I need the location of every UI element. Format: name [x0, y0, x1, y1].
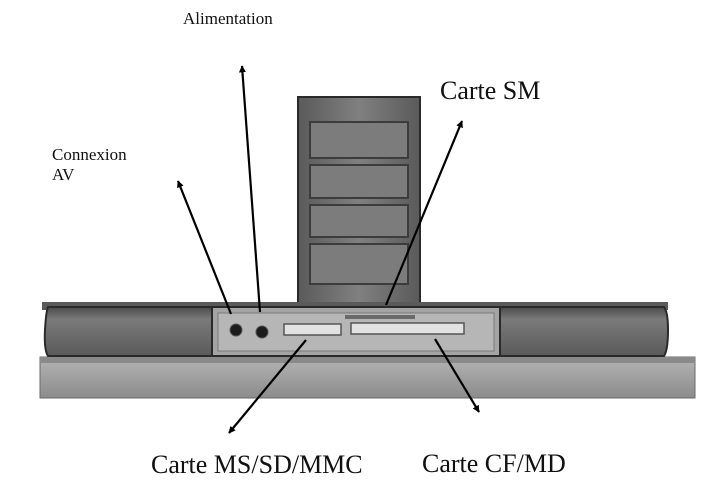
- label-connexion-line2: AV: [52, 164, 75, 184]
- arrow-connexion-av: [176, 180, 233, 315]
- power-jack: [255, 325, 269, 339]
- label-alimentation: Alimentation: [183, 9, 273, 28]
- base-platform: [39, 356, 696, 399]
- tower-panels: [309, 121, 409, 285]
- arrow-carte-sm: [384, 120, 464, 306]
- arrow-alimentation: [238, 65, 262, 313]
- sm-slot: [345, 315, 415, 319]
- label-carte-sm: Carte SM: [440, 76, 541, 105]
- arrows: [176, 65, 480, 434]
- arrow-carte-ms-sd-mmc: [228, 339, 307, 434]
- ms-sd-mmc-slot: [283, 323, 342, 336]
- av-jack: [229, 323, 243, 337]
- left-wing: [43, 306, 213, 357]
- label-connexion-line1: Connexion: [52, 145, 127, 164]
- label-carte-cf-md: Carte CF/MD: [422, 449, 566, 478]
- label-carte-ms-sd-mmc: Carte MS/SD/MMC: [151, 450, 363, 479]
- label-connexion-av: Connexion AV: [52, 145, 127, 184]
- cf-md-slot: [350, 322, 465, 335]
- arrow-carte-cf-md: [434, 338, 480, 413]
- right-wing: [499, 306, 670, 357]
- device-illustration: [39, 96, 696, 399]
